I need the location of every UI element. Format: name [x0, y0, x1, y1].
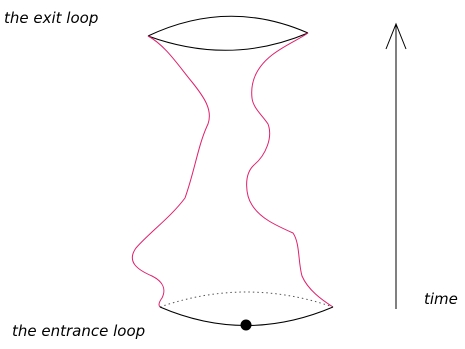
- time-arrow-head: [385, 22, 407, 50]
- dot-icon: [240, 319, 252, 331]
- entrance-loop-back-arc: [159, 291, 334, 308]
- entrance-loop-label: the entrance loop: [12, 322, 146, 340]
- entrance-loop: [159, 291, 334, 331]
- exit-loop: [147, 15, 309, 51]
- exit-loop-label: the exit loop: [4, 9, 99, 27]
- surface-left-edge: [131, 35, 210, 308]
- surface-right-edge: [246, 32, 334, 308]
- arrow-up-icon: [385, 22, 407, 309]
- time-label: time: [424, 290, 458, 308]
- exit-loop-lower-arc: [147, 32, 309, 51]
- exit-loop-upper-arc: [147, 15, 309, 37]
